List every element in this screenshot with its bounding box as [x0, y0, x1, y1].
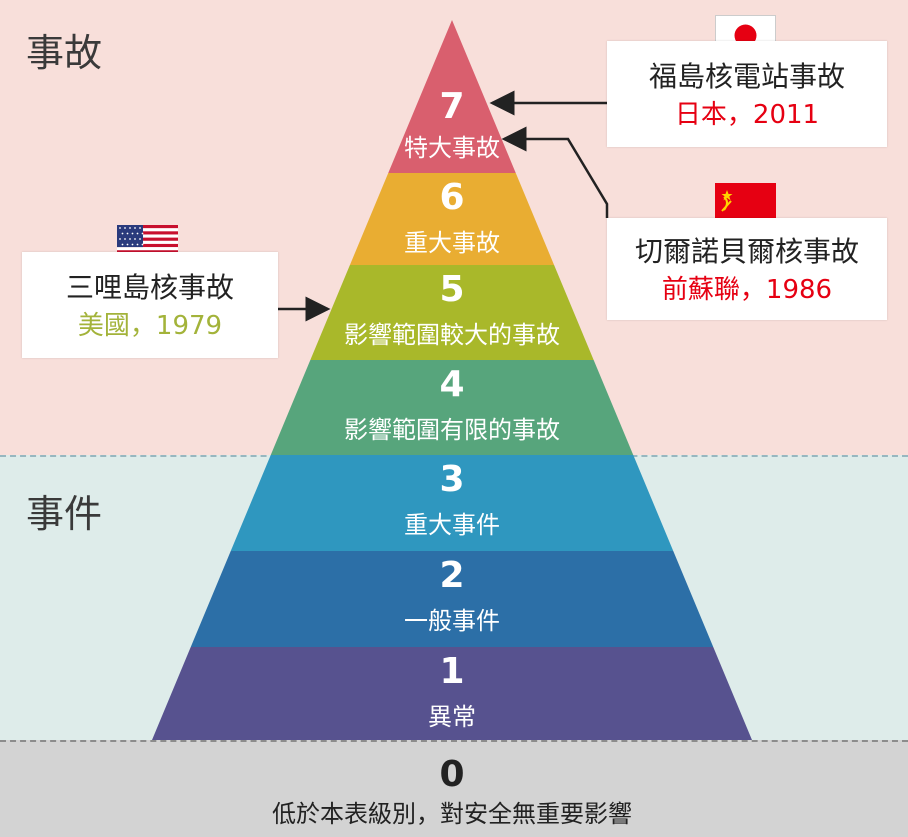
level-4-band: [270, 360, 634, 455]
level-4-label: 影響範圍有限的事故: [344, 416, 560, 444]
incident-zone-title: 事件: [26, 492, 103, 536]
event-card-three-mile-island: 三哩島核事故 美國，1979: [22, 252, 278, 358]
level-7-number: 7: [439, 86, 464, 127]
level-zero-zone: [0, 740, 908, 837]
level-6-label: 重大事故: [404, 229, 500, 257]
event-location-year: 日本，2011: [674, 100, 820, 130]
event-name: 福島核電站事故: [648, 60, 845, 93]
event-name: 切爾諾貝爾核事故: [634, 235, 859, 268]
level-2-label: 一般事件: [404, 607, 500, 635]
level-1-label: 異常: [428, 703, 476, 731]
level-5-number: 5: [439, 269, 464, 310]
event-card-fukushima: 福島核電站事故 日本，2011: [607, 41, 887, 147]
level-4-number: 4: [439, 364, 464, 405]
soviet-flag-icon: [715, 183, 776, 224]
level-5-band: [310, 265, 594, 360]
level-7-label: 特大事故: [404, 134, 500, 162]
level-1-band: [152, 647, 752, 740]
event-name: 三哩島核事故: [65, 271, 234, 304]
level-6-band: [349, 173, 555, 265]
event-location-year: 前蘇聯，1986: [661, 275, 833, 305]
level-0-label: 低於本表級別，對安全無重要影響: [272, 800, 632, 828]
level-6-number: 6: [439, 177, 464, 218]
accident-zone-title: 事故: [26, 31, 103, 75]
level-3-number: 3: [439, 459, 464, 500]
level-3-label: 重大事件: [404, 511, 500, 539]
level-7-band: [388, 20, 516, 173]
level-3-band: [230, 455, 674, 551]
event-card-chernobyl: 切爾諾貝爾核事故 前蘇聯，1986: [607, 218, 887, 320]
level-5-label: 影響範圍較大的事故: [344, 321, 560, 349]
level-0-number: 0: [439, 754, 464, 795]
level-2-band: [190, 551, 714, 647]
level-1-number: 1: [439, 651, 464, 692]
level-2-number: 2: [439, 555, 464, 596]
event-location-year: 美國，1979: [77, 311, 223, 341]
